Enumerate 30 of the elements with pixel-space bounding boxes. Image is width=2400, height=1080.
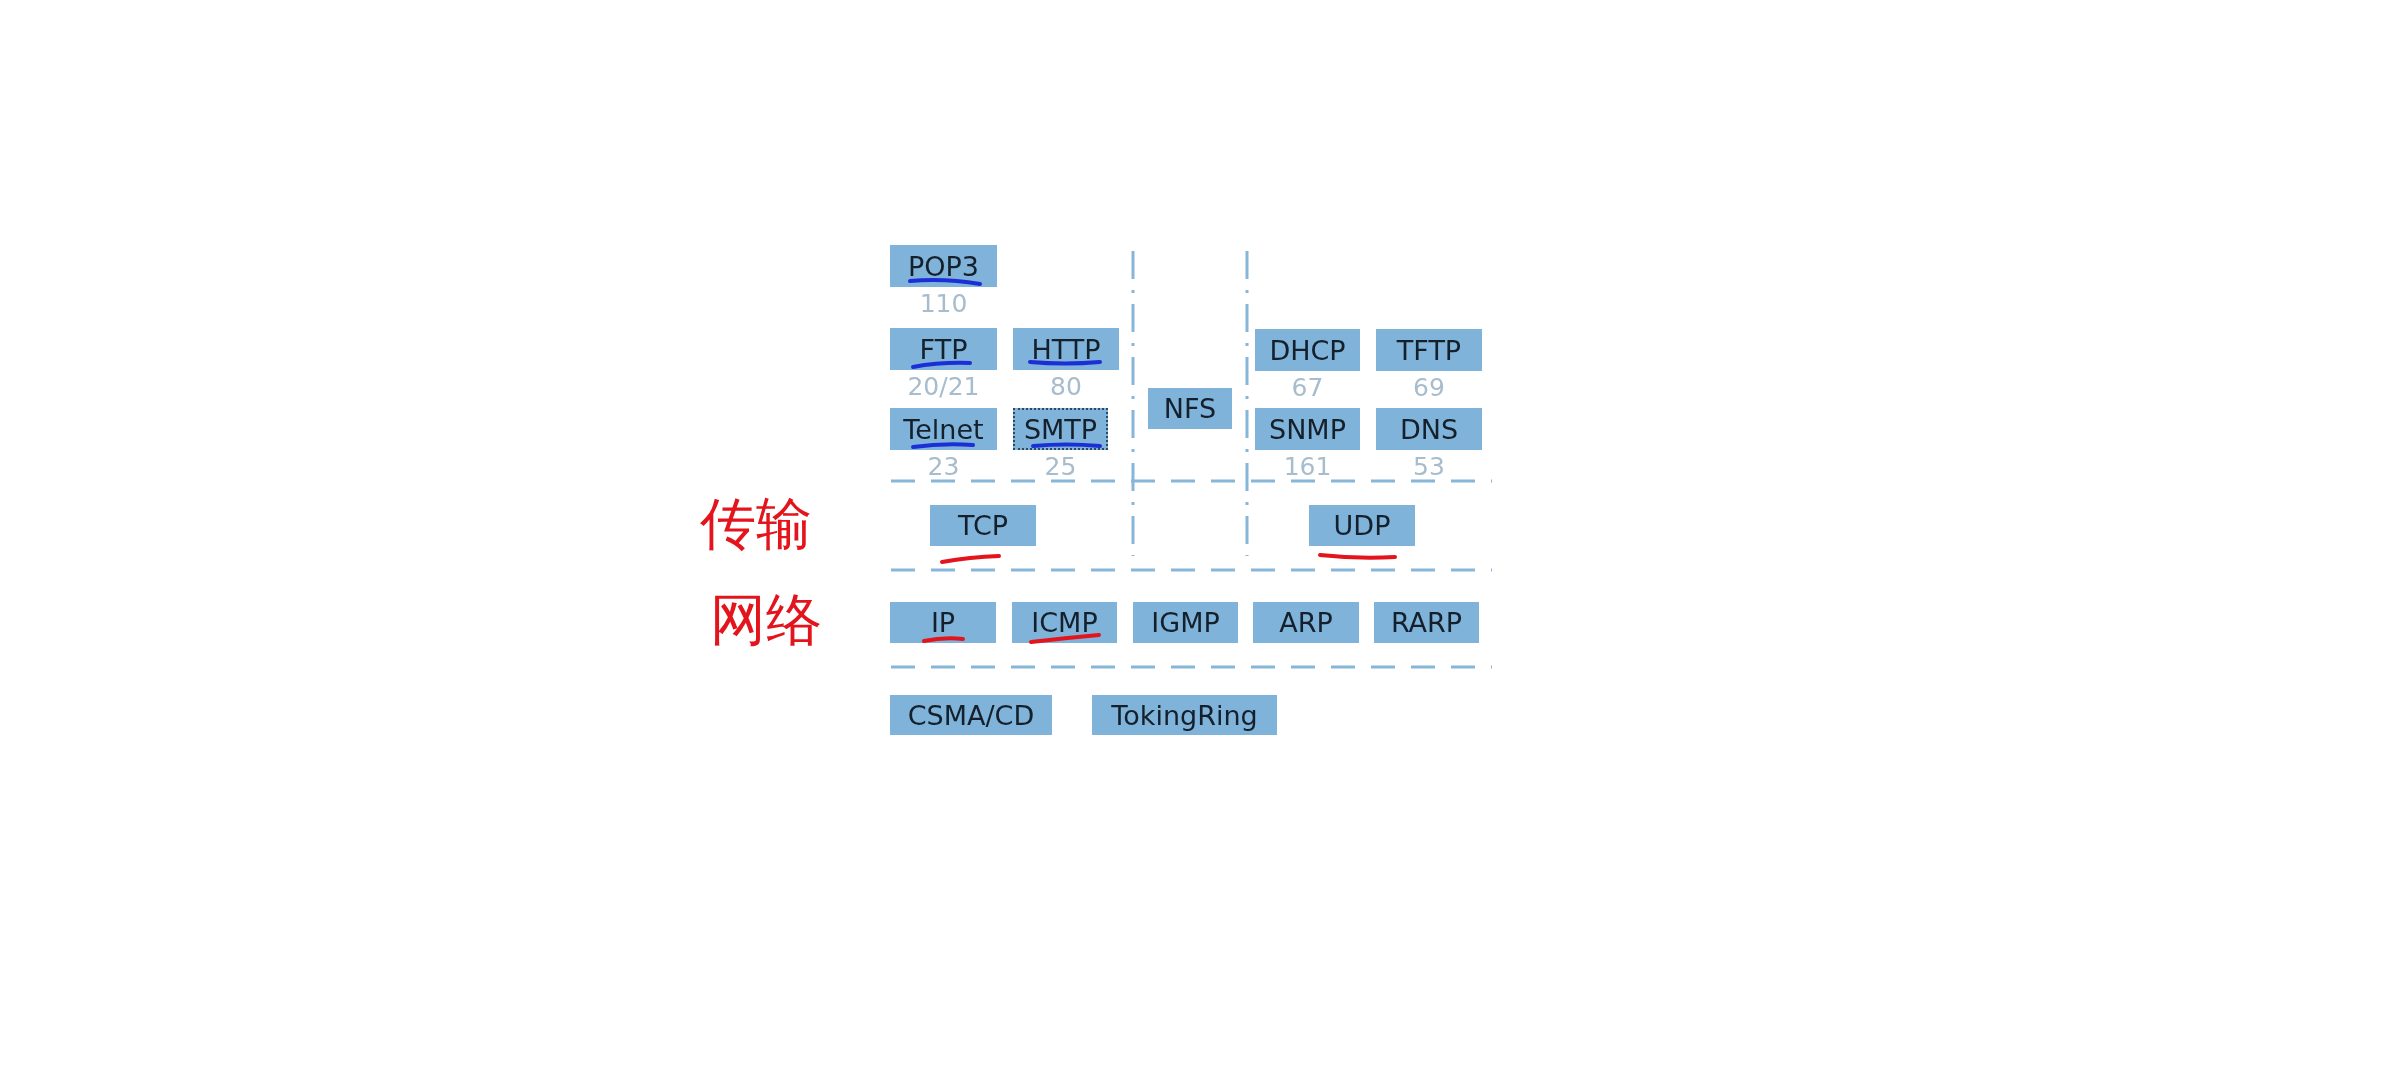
protocol-box: CSMA/CD xyxy=(890,695,1052,735)
protocol-box: DNS xyxy=(1376,408,1482,450)
port-number: 25 xyxy=(1043,454,1078,480)
protocol-box: ARP xyxy=(1253,602,1359,643)
protocol-box: HTTP xyxy=(1013,328,1119,370)
port-number: 23 xyxy=(926,454,961,480)
protocol-box: NFS xyxy=(1148,388,1232,429)
protocol-box: Telnet xyxy=(890,408,997,450)
port-number: 80 xyxy=(1049,374,1083,400)
port-number: 161 xyxy=(1282,454,1333,480)
protocol-box: IP xyxy=(890,602,996,643)
protocol-box: POP3 xyxy=(890,245,997,287)
protocol-box: RARP xyxy=(1374,602,1479,643)
protocol-box: SNMP xyxy=(1255,408,1360,450)
protocol-box: TFTP xyxy=(1376,329,1482,371)
port-number: 53 xyxy=(1412,454,1446,480)
port-number: 20/21 xyxy=(906,374,981,400)
protocol-box: FTP xyxy=(890,328,997,370)
protocol-box: IGMP xyxy=(1133,602,1238,643)
port-number: 69 xyxy=(1412,375,1446,401)
protocol-box: ICMP xyxy=(1012,602,1117,643)
handwritten-note: 传输 xyxy=(699,490,813,558)
protocol-box: DHCP xyxy=(1255,329,1360,371)
protocol-box: UDP xyxy=(1309,505,1415,546)
protocol-box: TCP xyxy=(930,505,1036,546)
port-number: 110 xyxy=(918,291,969,317)
protocol-box: SMTP xyxy=(1013,408,1108,450)
port-number: 67 xyxy=(1290,375,1325,401)
handwritten-note: 网络 xyxy=(709,586,823,654)
protocol-box: TokingRing xyxy=(1092,695,1277,735)
